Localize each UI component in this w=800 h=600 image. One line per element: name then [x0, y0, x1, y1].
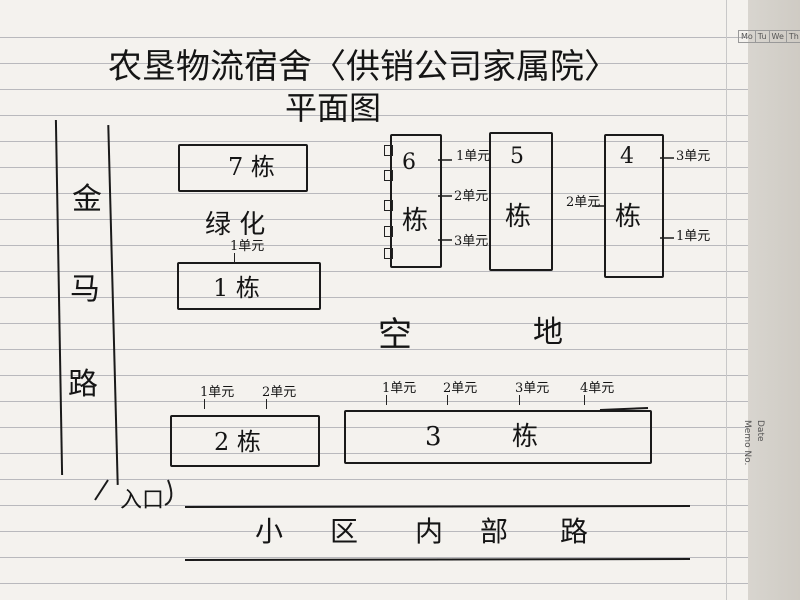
- building-3-unit-4: 4单元: [580, 381, 615, 405]
- building-4-unit-right-1: 3单元: [676, 149, 711, 164]
- greenery-label: 绿 化: [205, 210, 266, 240]
- road-bottom-char-3: 内: [415, 515, 444, 548]
- building-6-unit-1: 1单元: [456, 149, 491, 164]
- building-2-unit-1: 1单元: [200, 385, 235, 409]
- road-bottom-char-1: 小: [255, 515, 284, 548]
- notebook-spine: [748, 0, 800, 600]
- building-7-label: 7 栋: [228, 153, 275, 181]
- building-6-suffix: 栋: [402, 206, 429, 236]
- building-1: [177, 262, 321, 310]
- open-space-char-1: 空: [378, 315, 412, 355]
- road-bottom-char-2: 区: [330, 515, 359, 548]
- road-left-char-3: 路: [68, 367, 98, 402]
- balcony-mark: [384, 200, 393, 211]
- building-2-unit-2: 2单元: [262, 385, 297, 409]
- building-4-unit-left: 2单元: [566, 195, 601, 210]
- building-5: [489, 132, 553, 271]
- building-2: [170, 415, 320, 467]
- building-6: [390, 134, 442, 268]
- building-4-number: 4: [620, 144, 634, 169]
- building-6-unit-3: 3单元: [454, 234, 489, 249]
- margin-line: [726, 0, 727, 600]
- building-4-suffix: 栋: [615, 202, 642, 232]
- building-3-suffix: 栋: [512, 422, 539, 452]
- open-space-char-2: 地: [533, 315, 563, 350]
- balcony-mark: [384, 248, 393, 259]
- building-6-unit-2: 2单元: [454, 189, 489, 204]
- balcony-mark: [384, 145, 393, 156]
- building-4-unit-right-2: 1单元: [676, 229, 711, 244]
- road-left-char-2: 马: [70, 272, 100, 307]
- building-7: [178, 144, 308, 192]
- road-left-char-1: 金: [72, 182, 102, 217]
- weekday-boxes: Mo Tu We Th Fr Sa Su: [738, 30, 800, 43]
- balcony-mark: [384, 170, 393, 181]
- diagram-title: 农垦物流宿舍〈供销公司家属院〉: [108, 47, 618, 87]
- building-3-unit-1: 1单元: [382, 381, 417, 405]
- building-5-number: 5: [510, 144, 524, 169]
- entrance-label: 入口: [120, 488, 165, 513]
- building-4: [604, 134, 664, 278]
- road-bottom-char-5: 路: [560, 515, 589, 548]
- building-3: [344, 410, 652, 464]
- weekday-th: Th: [785, 30, 800, 43]
- building-5-suffix: 栋: [505, 202, 532, 232]
- road-bottom-char-4: 部: [480, 515, 509, 548]
- building-6-number: 6: [402, 150, 416, 175]
- building-1-label: 1 栋: [213, 274, 260, 302]
- diagram-subtitle: 平面图: [285, 89, 382, 127]
- building-3-number: 3: [425, 422, 442, 452]
- building-3-unit-3: 3单元: [515, 381, 550, 405]
- building-2-label: 2 栋: [214, 428, 261, 456]
- building-1-unit-1: 1单元: [230, 239, 265, 263]
- balcony-mark: [384, 226, 393, 237]
- building-3-unit-2: 2单元: [443, 381, 478, 405]
